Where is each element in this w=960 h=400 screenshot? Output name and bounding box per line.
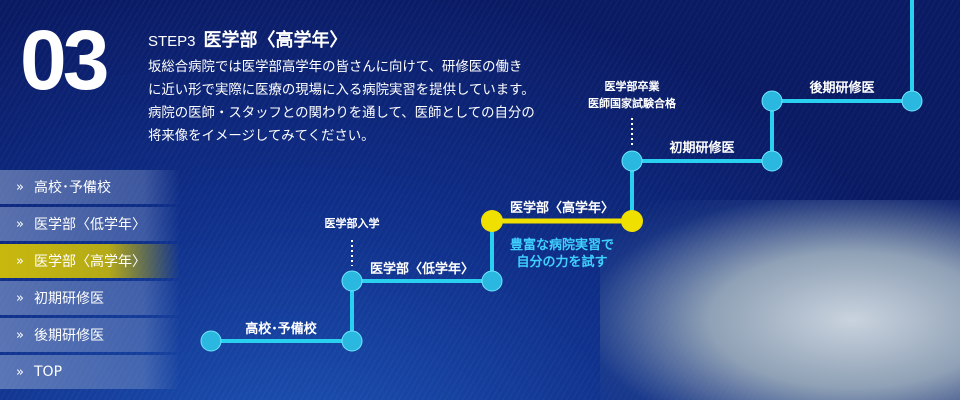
node-active [481,210,503,232]
double-chevron-icon: » [16,216,24,232]
milestone-label: 医学部卒業 [604,80,660,93]
milestone-label: 医師国家試験合格 [588,97,676,110]
nav-label: 医学部〈低学年〉 [34,217,146,233]
stage-label: 初期研修医 [669,141,735,156]
desc-line: 坂総合病院では医学部高学年の皆さんに向けて、研修医の働き [148,60,523,75]
desc-line: 病院の医師・スタッフとの関わりを通して、医師としての自分の [148,106,535,121]
hospital-practice-photo [600,200,960,400]
nav-label: TOP [34,364,63,380]
highlight-text: 豊富な病院実習で [509,238,615,253]
double-chevron-icon: » [16,364,24,380]
highlight-text: 自分の力を試す [516,255,608,270]
double-chevron-icon: » [16,327,24,343]
desc-line: に近い形で実際に医療の現場に入る病院実習を提供しています。 [148,83,535,98]
stage-label: 高校･予備校 [245,322,317,337]
step-number: 03 [20,13,109,107]
step-title: 医学部〈高学年〉 [203,30,348,50]
node-highschool [200,330,222,352]
nav-label: 高校･予備校 [34,180,111,196]
step-description: 坂総合病院では医学部高学年の皆さんに向けて、研修医の働き に近い形で実際に医療の… [148,56,568,148]
desc-line: 将来像をイメージしてみてください。 [148,129,375,144]
nav-label: 後期研修医 [34,328,104,344]
nav-item-initial-resident[interactable]: » 初期研修医 [0,281,180,315]
double-chevron-icon: » [16,179,24,195]
stage-label: 後期研修医 [809,81,875,96]
double-chevron-icon: » [16,290,24,306]
nav-item-top[interactable]: » TOP [0,355,180,389]
milestone-label: 医学部入学 [324,217,380,230]
nav-item-med-upper[interactable]: » 医学部〈高学年〉 [0,244,180,278]
step-label: STEP3 [148,33,196,50]
stage-label: 医学部〈低学年〉 [369,262,475,277]
step-heading: STEP3 医学部〈高学年〉 [148,26,348,52]
stage-label: 医学部〈高学年〉 [509,201,615,216]
nav-label: 初期研修医 [34,291,104,307]
nav-item-highschool[interactable]: » 高校･予備校 [0,170,180,204]
nav-item-senior-resident[interactable]: » 後期研修医 [0,318,180,352]
nav-label: 医学部〈高学年〉 [34,254,146,270]
nav-item-med-lower[interactable]: » 医学部〈低学年〉 [0,207,180,241]
double-chevron-icon: » [16,253,24,269]
step-nav: » 高校･予備校 » 医学部〈低学年〉 » 医学部〈高学年〉 » 初期研修医 » 後期研修… [0,170,180,392]
